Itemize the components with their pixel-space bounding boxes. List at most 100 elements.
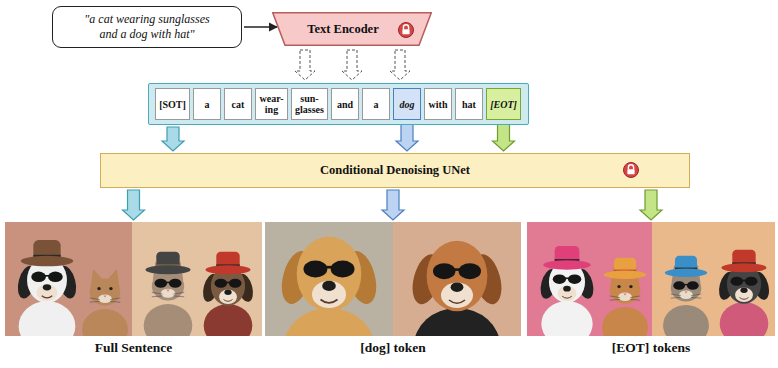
dog-figure (200, 252, 256, 336)
sunglasses-lens (155, 279, 168, 288)
animal-eye (109, 287, 112, 290)
dog-snout (312, 281, 346, 308)
token-text: a (374, 99, 379, 110)
cat-muzzle (98, 295, 112, 304)
sunglasses-lens (169, 279, 182, 288)
cat-whiskers (610, 296, 641, 300)
block-arrow (123, 190, 145, 220)
sunglasses-lens (331, 260, 355, 277)
animal-eye (617, 285, 620, 288)
block-arrow (493, 122, 515, 151)
sunglasses-lens (673, 281, 685, 290)
dashed-block-arrow (295, 50, 315, 80)
photo (393, 222, 521, 336)
sunglasses-bridge (565, 277, 569, 279)
lock-icon (622, 161, 640, 179)
sunglasses-bridge (226, 282, 230, 283)
hat-brim (665, 268, 708, 277)
token-cell: [SOT] (155, 88, 190, 120)
sunglasses-lens (687, 281, 699, 290)
cat-whiskers (671, 294, 702, 298)
animal-body (283, 308, 375, 336)
dog-snout (219, 290, 237, 304)
token-cell: and (331, 88, 359, 120)
dog-figure (538, 246, 597, 336)
cat-figure (82, 269, 128, 336)
sunglasses-lens (229, 279, 242, 288)
dog-figure (15, 240, 80, 336)
hat-brim (604, 270, 647, 279)
dog-mouth (42, 296, 53, 298)
hat-brim (146, 265, 191, 274)
dog-mouth (740, 298, 749, 300)
prompt-box: "a cat wearing sunglasses and a dog with… (52, 6, 242, 48)
sunglasses-lens (48, 272, 63, 283)
dog-nose (322, 281, 336, 291)
token-cell: hat (455, 88, 483, 120)
block-arrow (396, 122, 418, 151)
sunglasses-lens (31, 272, 46, 283)
dog-head (297, 237, 362, 312)
encoder-block: Text Encoder (272, 12, 432, 46)
panel-caption: Full Sentence (5, 340, 262, 356)
token-text: with (429, 99, 448, 110)
dog-snout (558, 286, 577, 301)
token-text: [SOT] (159, 99, 186, 110)
node-label: Conditional Denoising UNet (320, 163, 470, 178)
dog-snout (441, 282, 473, 308)
dog-mouth (562, 296, 572, 298)
token-text: hat (462, 99, 476, 110)
photo (132, 222, 262, 336)
dog-figure (408, 241, 507, 336)
photo (5, 222, 132, 336)
block-arrow (640, 190, 662, 220)
dog-mouth (449, 300, 465, 303)
hat-brim (21, 256, 74, 267)
sunglasses-bridge (45, 275, 49, 277)
sunglasses-bridge (166, 282, 170, 283)
sunglasses-lens (553, 274, 566, 284)
dashed-block-arrow (342, 50, 362, 80)
dog-nose (43, 284, 51, 290)
cat-nose (623, 293, 626, 295)
unet-band: Conditional Denoising UNet (100, 153, 690, 188)
animal-body (144, 304, 193, 336)
sunglasses-lens (215, 279, 228, 288)
photo (527, 222, 652, 336)
result-panel: Full Sentence (5, 222, 262, 366)
dog-nose (740, 288, 747, 293)
dog-figure (716, 250, 772, 336)
token-cell: sun- glasses (291, 88, 328, 120)
sunglasses-lens (433, 263, 455, 279)
cat-muzzle (679, 291, 693, 300)
animal-body (414, 308, 500, 336)
sunglasses-bridge (684, 284, 687, 285)
dog-nose (451, 282, 464, 292)
sunglasses-lens (459, 263, 481, 279)
cat-nose (684, 291, 687, 293)
dog-snout (735, 288, 753, 302)
node-label: "a cat wearing sunglasses and a dog with… (77, 12, 217, 42)
token-text: a (205, 99, 210, 110)
cat-figure (144, 252, 193, 336)
animal-body (541, 301, 592, 336)
sunglasses-lens (731, 277, 744, 286)
token-cell: with (424, 88, 452, 120)
panel-caption: [dog] token (265, 340, 521, 356)
token-cell: dog (393, 88, 421, 120)
cat-nose (166, 290, 170, 292)
hat-brim (206, 265, 251, 274)
cat-figure (602, 258, 648, 336)
block-arrow (162, 127, 184, 151)
arrow-line (244, 26, 277, 27)
sunglasses-lens (568, 274, 581, 284)
cat-head (152, 272, 184, 301)
token-cell: wear- ing (255, 88, 288, 120)
hat-brim (543, 260, 591, 270)
token-text: [EOT] (490, 99, 517, 110)
sunglasses-bridge (326, 266, 333, 269)
dashed-block-arrow (390, 50, 410, 80)
token-text: dog (400, 99, 415, 110)
token-text: cat (232, 99, 245, 110)
token-text: sun- glasses (295, 93, 324, 115)
